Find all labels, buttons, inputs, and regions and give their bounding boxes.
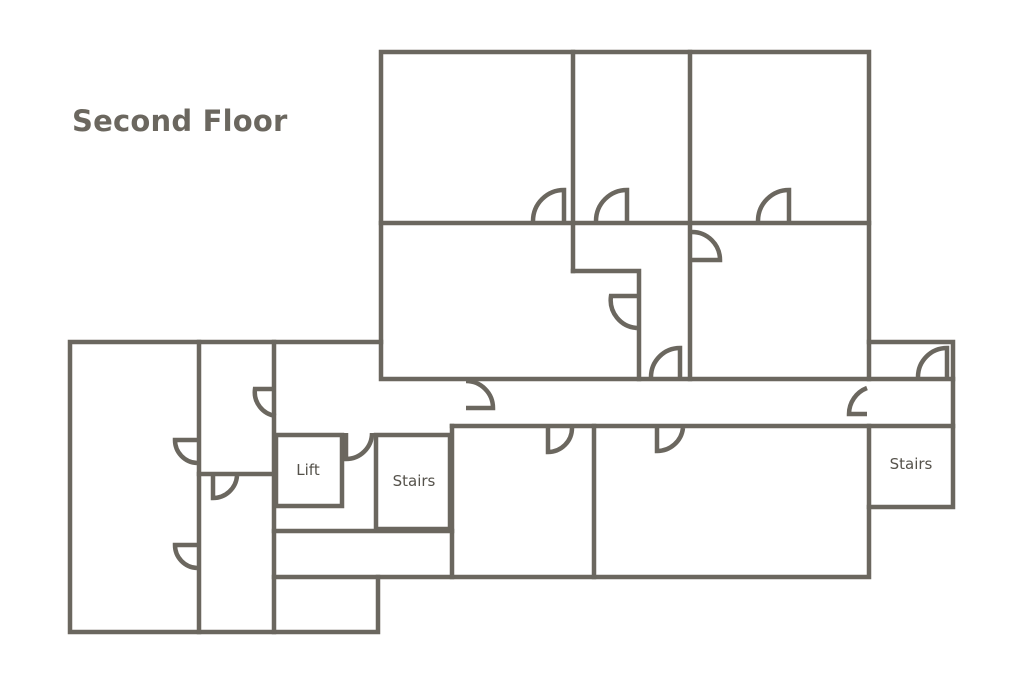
door-swing — [252, 386, 277, 419]
door-swing — [172, 542, 198, 571]
lift-shaft — [273, 432, 345, 509]
door-swing — [654, 427, 686, 454]
stairs-center-shaft — [373, 432, 453, 532]
door-swing — [608, 293, 638, 331]
door-swing — [691, 229, 723, 263]
door-swing — [343, 432, 375, 462]
door-swing — [210, 475, 240, 501]
west-wing — [67, 339, 384, 635]
door-swing — [846, 385, 868, 417]
stairs-right-label: Stairs — [890, 455, 933, 473]
stairs-center-label: Stairs — [393, 472, 436, 490]
door-swing — [755, 187, 792, 222]
door-swing — [648, 345, 683, 378]
north-wing-closet-wall — [570, 268, 642, 382]
east-annex — [866, 339, 956, 510]
door-swing — [545, 427, 575, 455]
west-wing-outline — [67, 339, 384, 635]
door-swing — [593, 187, 630, 222]
south-wing-outline — [271, 423, 872, 580]
north-wing — [378, 49, 872, 382]
door-swing — [172, 437, 198, 466]
door-swing — [530, 187, 567, 222]
north-wing-outline — [378, 49, 872, 382]
floor-title: Second Floor — [72, 104, 288, 138]
door-swing — [465, 378, 496, 411]
door-swing — [915, 345, 950, 378]
south-wing — [271, 423, 872, 580]
lift-label: Lift — [296, 461, 320, 479]
doors — [172, 187, 950, 571]
